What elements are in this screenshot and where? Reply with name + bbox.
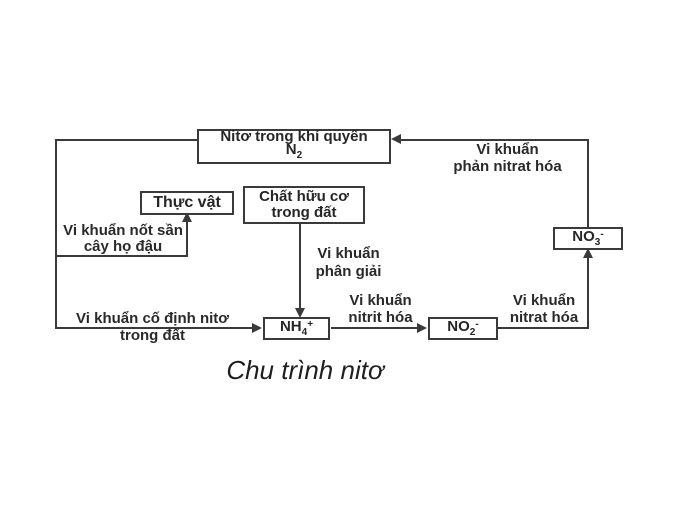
box-ammonium: NH4+ bbox=[263, 317, 330, 340]
ammonium-formula: NH4+ bbox=[279, 317, 314, 338]
connector-fixation-horizontal bbox=[55, 327, 253, 329]
connector-denitrification-vertical bbox=[587, 139, 589, 229]
nitrite-formula: NO2- bbox=[447, 317, 479, 338]
arrowhead-into-atmosphere bbox=[391, 134, 401, 144]
box-plants: Thực vật bbox=[140, 191, 234, 215]
connector-nitrite-horizontal bbox=[331, 327, 418, 329]
organic-matter-line1: Chất hữu cơ bbox=[259, 188, 349, 205]
connector-nodule-horizontal bbox=[55, 255, 188, 257]
label-decomposing-bacteria: Vi khuẩn phân giải bbox=[315, 245, 382, 280]
label-nitrogen-fixing-bacteria: Vi khuẩn cố định nitơ trong đất bbox=[76, 310, 229, 344]
diagram-title: Chu trình nitơ bbox=[226, 355, 384, 385]
connector-nodule-vertical bbox=[186, 221, 188, 257]
label-nitrate-bacteria: Vi khuẩn nitrat hóa bbox=[509, 292, 579, 326]
connector-left-vertical bbox=[55, 139, 57, 329]
connector-nitrate-vertical bbox=[587, 257, 589, 329]
label-denitrifying-bacteria: Vi khuẩn phản nitrat hóa bbox=[453, 141, 562, 175]
arrowhead-into-nitrite bbox=[417, 323, 427, 333]
box-nitrogen-atmosphere: Nitơ trong khí quyển N2 bbox=[197, 129, 391, 164]
organic-matter-line2: trong đất bbox=[271, 204, 337, 221]
connector-topleft-horizontal bbox=[55, 139, 199, 141]
connector-denitrification-horizontal bbox=[401, 139, 589, 141]
label-nitrite-bacteria: Vi khuẩn nitrit hóa bbox=[348, 292, 413, 326]
box-nitrite: NO2- bbox=[428, 317, 498, 340]
box-nitrate: NO3- bbox=[553, 227, 623, 250]
connector-decomposition-vertical bbox=[299, 224, 301, 309]
connector-nitrate-horizontal bbox=[498, 327, 589, 329]
label-root-nodule-bacteria: Vi khuẩn nốt sần cây họ đậu bbox=[63, 222, 183, 255]
plants-label: Thực vật bbox=[153, 194, 221, 211]
atmosphere-label: Nitơ trong khí quyển bbox=[220, 128, 368, 145]
box-organic-matter: Chất hữu cơ trong đất bbox=[243, 186, 365, 224]
arrowhead-into-nitrate bbox=[583, 248, 593, 258]
arrowhead-into-ammonium-left bbox=[252, 323, 262, 333]
arrowhead-into-ammonium-top bbox=[295, 308, 305, 318]
arrowhead-into-plants bbox=[182, 212, 192, 222]
n2-formula: N2 bbox=[285, 141, 303, 162]
nitrate-formula: NO3- bbox=[572, 227, 604, 248]
